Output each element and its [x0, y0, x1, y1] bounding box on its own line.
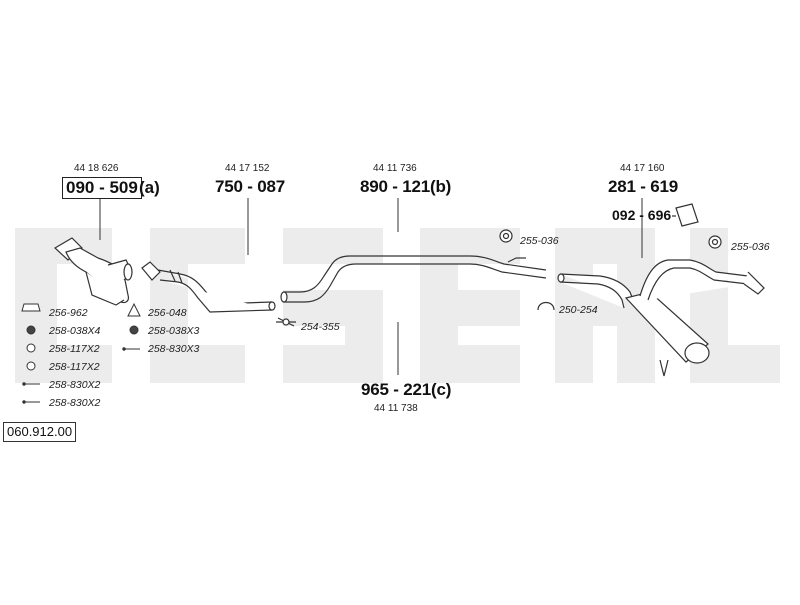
- accessory-label: 256-048: [148, 307, 187, 319]
- accessory-label: 258-830X2: [49, 397, 101, 409]
- part-suffix-label: (a): [139, 178, 160, 197]
- accessory-icons-mid: [122, 302, 141, 351]
- front-pipe-drawing: [141, 261, 276, 313]
- clamp-label: 254-355: [301, 321, 340, 333]
- part-code-label[interactable]: 890 - 121(b): [360, 177, 452, 196]
- accessory-icons-left: [21, 303, 41, 404]
- part-code-label[interactable]: 090 - 509: [62, 177, 142, 199]
- part-code-label[interactable]: 281 - 619: [608, 177, 679, 196]
- part-ref-label: 44 17 160: [620, 163, 665, 174]
- accessory-label: 258-117X2: [49, 361, 100, 373]
- diagram-number-label: 060.912.00: [3, 422, 77, 442]
- accessory-label: 256-962: [49, 307, 88, 319]
- leader-lines: [99, 198, 643, 375]
- accessory-label: 258-830X3: [148, 343, 200, 355]
- clamp-drawings: [276, 229, 722, 327]
- part-ref-label: 44 18 626: [74, 163, 119, 174]
- part-code-label[interactable]: 092 - 696: [612, 207, 672, 223]
- accessory-label: 258-038X3: [148, 325, 200, 337]
- hanger-drawing: [672, 203, 699, 227]
- part-ref-label: 44 11 736: [373, 163, 417, 174]
- part-code-label[interactable]: 965 - 221(c): [361, 380, 452, 399]
- clamp-label: 255-036: [520, 235, 559, 247]
- rear-silencer-drawing: [557, 259, 765, 377]
- center-pipe-drawing: [280, 255, 547, 303]
- part-ref-label: 44 17 152: [225, 163, 270, 174]
- accessory-label: 258-117X2: [49, 343, 100, 355]
- part-code-label[interactable]: 750 - 087: [215, 177, 286, 196]
- part-ref-label: 44 11 738: [374, 403, 418, 414]
- accessory-label: 258-830X2: [49, 379, 101, 391]
- accessory-label: 258-038X4: [49, 325, 101, 337]
- clamp-label: 250-254: [559, 304, 598, 316]
- clamp-label: 255-036: [731, 241, 770, 253]
- catalytic-converter-drawing: [53, 237, 133, 306]
